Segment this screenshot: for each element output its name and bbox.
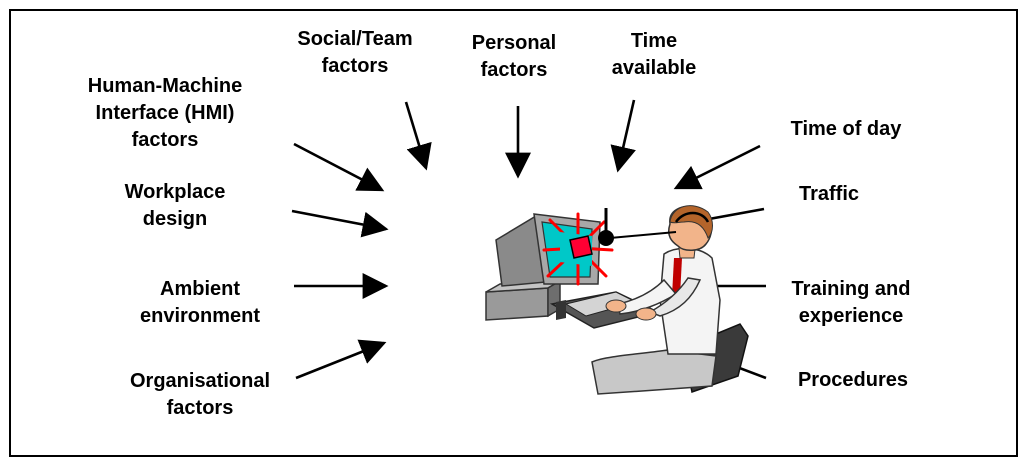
arrow-social-team [404,101,432,171]
factor-organisational: Organisational factors [129,370,271,419]
factor-ambient-environment: Ambient environment [139,278,261,327]
arrow-organisational [295,339,387,380]
factor-time-of-day: Time of day [790,118,902,140]
factor-procedures: Procedures [797,369,909,391]
factor-time-available: Time available [611,30,697,79]
factor-personal: Personal factors [471,32,557,81]
factor-social-team: Social/Team factors [297,28,413,77]
operator-workstation-illustration [485,205,749,395]
arrow-time-of-day [673,144,761,190]
alert-diamond-icon [569,235,593,259]
microphone-icon [598,230,614,246]
arrow-time-available [610,99,636,173]
factor-hmi: Human-Machine Interface (HMI) factors [87,75,243,151]
factor-workplace-design: Workplace design [124,181,226,230]
arrow-workplace-design [291,209,389,238]
factor-traffic: Traffic [798,183,860,205]
arrow-hmi [293,142,385,192]
factor-training-experience: Training and experience [791,278,911,327]
